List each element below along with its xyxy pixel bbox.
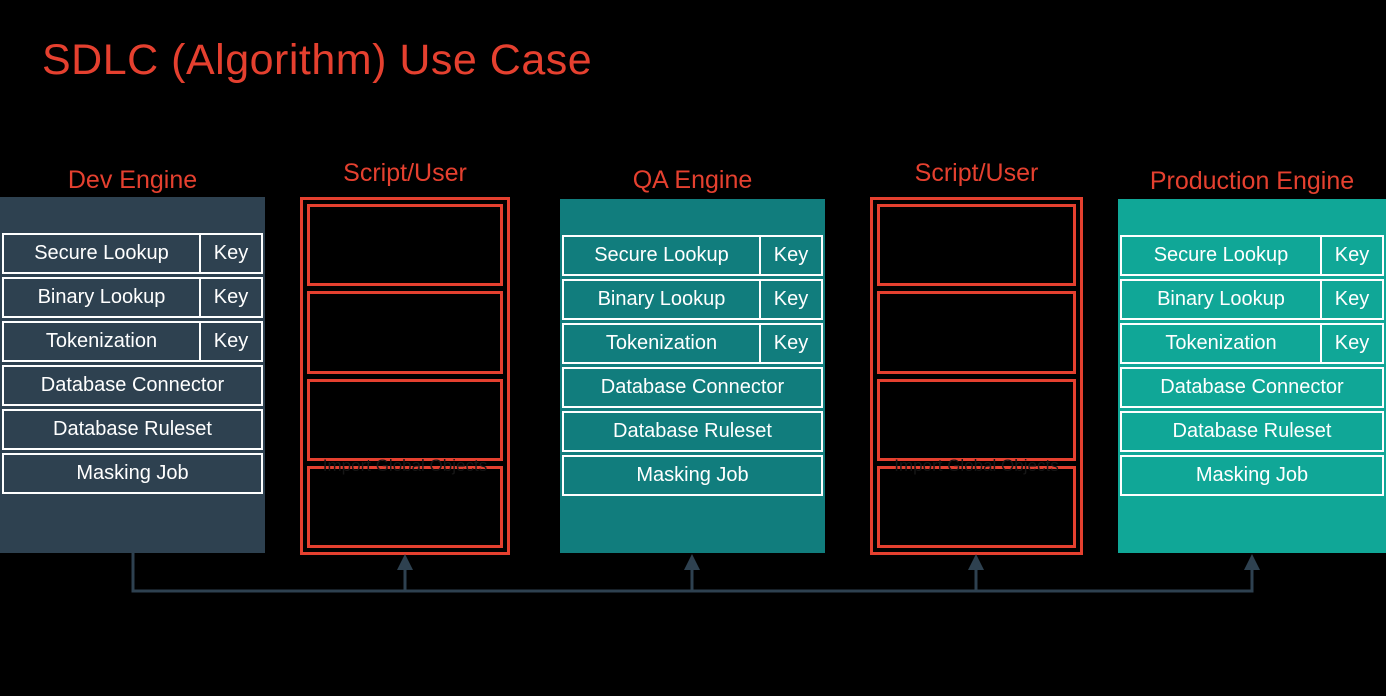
page-title: SDLC (Algorithm) Use Case	[42, 36, 593, 84]
script-step-box	[307, 204, 503, 287]
arrow-up-icon	[684, 554, 700, 570]
script-step-box	[877, 291, 1076, 374]
table-row: Binary Lookup Key	[2, 277, 263, 318]
key-cell: Key	[1320, 237, 1382, 274]
key-cell: Key	[199, 235, 261, 272]
table-row: Database Ruleset	[562, 411, 823, 452]
table-row: Secure Lookup Key	[1120, 235, 1384, 276]
column-label-qa-engine: QA Engine	[632, 166, 753, 194]
script-user-block-1: Import Global Objects	[300, 197, 510, 555]
row-label: Database Ruleset	[613, 420, 772, 442]
key-cell: Key	[759, 281, 821, 318]
table-row: Tokenization Key	[1120, 323, 1384, 364]
engine-footer-band	[560, 496, 825, 553]
key-cell: Key	[199, 323, 261, 360]
arrow-up-icon	[968, 554, 984, 570]
key-cell: Key	[759, 325, 821, 362]
arrow-up-icon	[397, 554, 413, 570]
row-label: Tokenization	[605, 332, 718, 354]
engine-footer-band	[1118, 496, 1386, 553]
dev-engine-block: Secure Lookup Key Binary Lookup Key Toke…	[0, 197, 265, 553]
table-row: Tokenization Key	[2, 321, 263, 362]
row-label: Binary Lookup	[1157, 288, 1285, 310]
table-row: Database Connector	[2, 365, 263, 406]
row-label: Masking Job	[1195, 464, 1309, 486]
column-label-production-engine: Production Engine	[1149, 167, 1355, 195]
key-cell: Key	[1320, 325, 1382, 362]
engine-rows: Secure Lookup Key Binary Lookup Key Toke…	[1118, 235, 1386, 496]
table-row: Binary Lookup Key	[562, 279, 823, 320]
engine-header-band	[0, 197, 265, 233]
table-row: Secure Lookup Key	[2, 233, 263, 274]
table-row: Database Ruleset	[1120, 411, 1384, 452]
script-user-block-2: Import Global Objects	[870, 197, 1083, 555]
column-label-script-user-1: Script/User	[343, 159, 467, 187]
key-cell: Key	[759, 237, 821, 274]
faint-step-label: Import Global Objects	[894, 455, 1059, 475]
key-cell: Key	[1320, 281, 1382, 318]
row-label: Database Connector	[600, 376, 785, 398]
row-label: Database Ruleset	[53, 418, 212, 440]
script-step-box: Import Global Objects	[877, 456, 1076, 548]
row-label: Binary Lookup	[37, 286, 166, 308]
table-row: Database Connector	[562, 367, 823, 408]
engine-header-band	[560, 199, 825, 235]
table-row: Database Connector	[1120, 367, 1384, 408]
arrow-up-icon	[1244, 554, 1260, 570]
table-row: Tokenization Key	[562, 323, 823, 364]
script-step-box: Import Global Objects	[307, 456, 503, 548]
row-label: Database Connector	[1160, 376, 1344, 398]
row-label: Tokenization	[1165, 332, 1277, 354]
table-row: Masking Job	[2, 453, 263, 494]
row-label: Masking Job	[76, 462, 189, 484]
script-step-box	[307, 378, 503, 461]
table-row: Masking Job	[562, 455, 823, 496]
connector-line	[131, 553, 1254, 593]
engine-rows: Secure Lookup Key Binary Lookup Key Toke…	[0, 233, 265, 494]
row-label: Binary Lookup	[597, 288, 726, 310]
row-label: Secure Lookup	[1153, 244, 1289, 266]
row-label: Database Connector	[40, 374, 225, 396]
column-label-dev-engine: Dev Engine	[67, 166, 198, 194]
row-label: Masking Job	[636, 464, 749, 486]
table-row: Binary Lookup Key	[1120, 279, 1384, 320]
row-label: Database Ruleset	[1172, 420, 1332, 442]
table-row: Masking Job	[1120, 455, 1384, 496]
table-row: Secure Lookup Key	[562, 235, 823, 276]
script-step-box	[877, 378, 1076, 461]
row-label: Tokenization	[45, 330, 158, 352]
column-label-script-user-2: Script/User	[914, 159, 1039, 187]
script-step-box	[877, 204, 1076, 287]
row-label: Secure Lookup	[34, 242, 169, 264]
engine-footer-band	[0, 494, 265, 553]
faint-step-label: Import Global Objects	[322, 455, 488, 475]
qa-engine-block: Secure Lookup Key Binary Lookup Key Toke…	[560, 199, 825, 553]
row-label: Secure Lookup	[594, 244, 729, 266]
script-step-box	[307, 291, 503, 374]
engine-rows: Secure Lookup Key Binary Lookup Key Toke…	[560, 235, 825, 496]
engine-header-band	[1118, 199, 1386, 235]
key-cell: Key	[199, 279, 261, 316]
production-engine-block: Secure Lookup Key Binary Lookup Key Toke…	[1118, 199, 1386, 553]
table-row: Database Ruleset	[2, 409, 263, 450]
